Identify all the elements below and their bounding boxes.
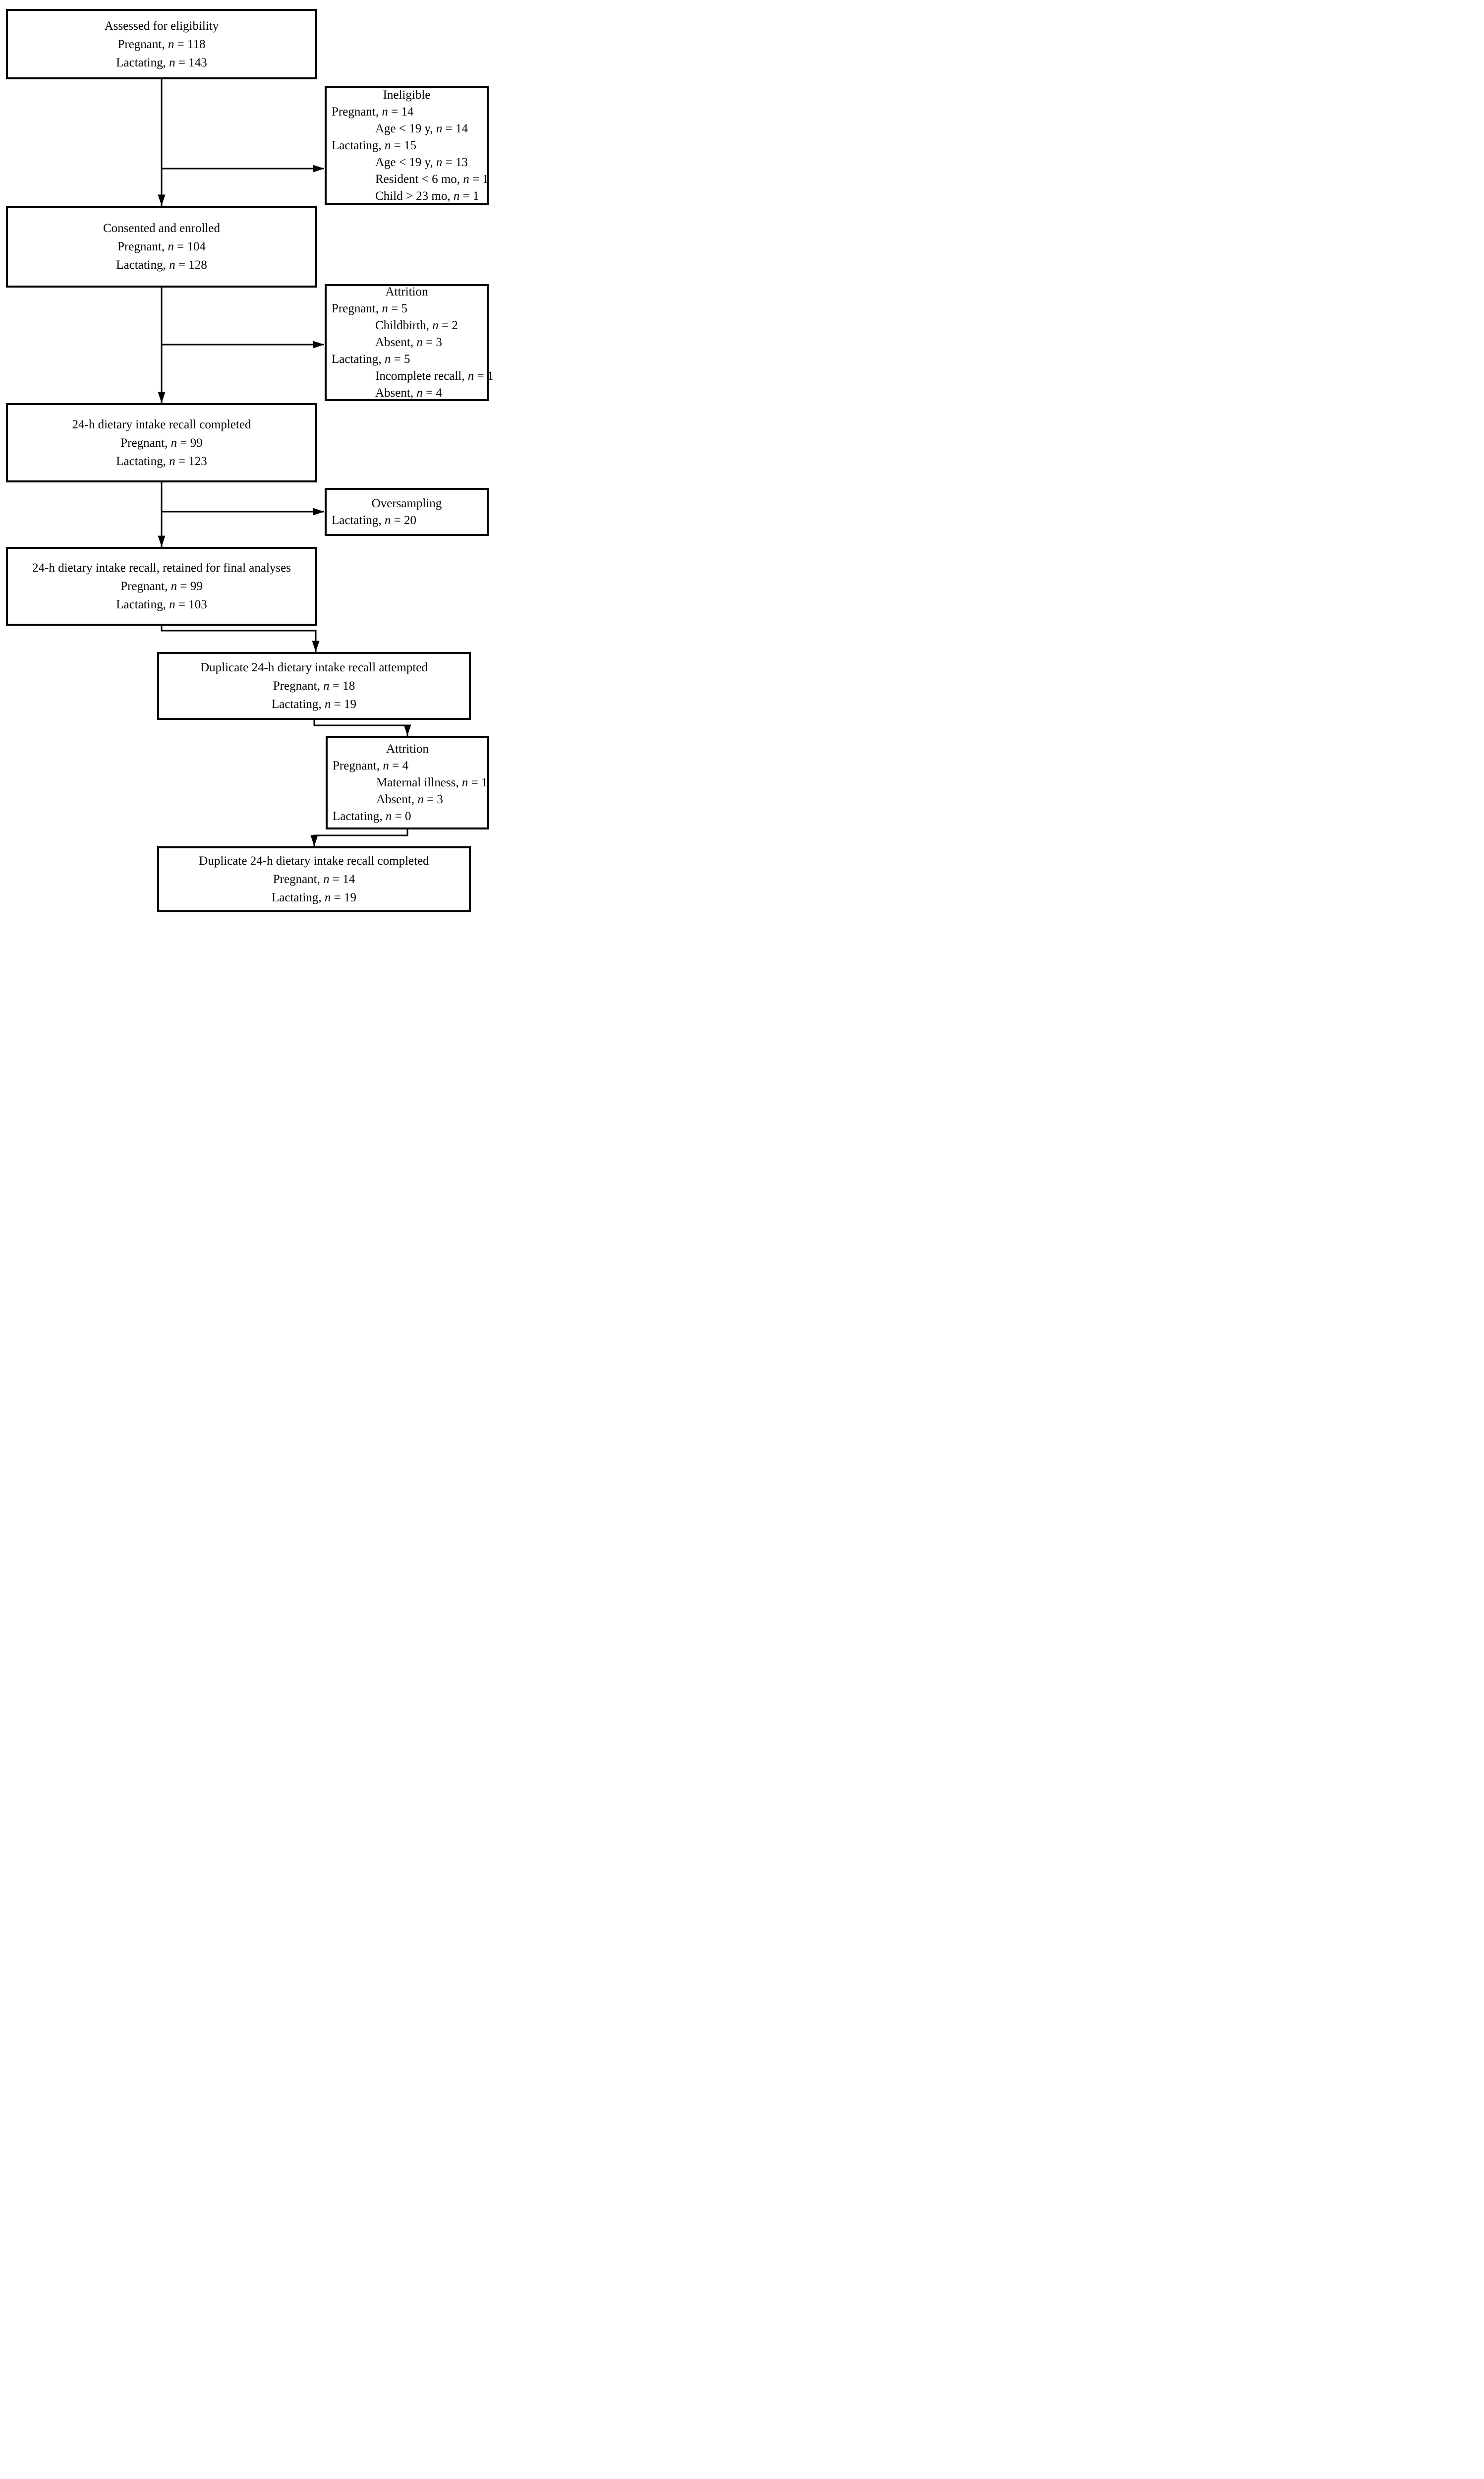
count-pregnant: Pregnant, n = 5 xyxy=(332,302,407,315)
reason-row: Absent, n = 3 xyxy=(376,792,443,806)
box-title: Attrition xyxy=(385,285,428,298)
box-title: Consented and enrolled xyxy=(103,222,221,235)
elbow-arrow-retained-to-duplicate-attempted xyxy=(161,626,320,652)
box-title: Duplicate 24-h dietary intake recall att… xyxy=(200,661,428,674)
box-title: Duplicate 24-h dietary intake recall com… xyxy=(199,854,429,868)
box-duplicate-recall-completed: Duplicate 24-h dietary intake recall com… xyxy=(157,846,471,912)
box-title: Assessed for eligibility xyxy=(104,19,219,33)
count-pregnant: Pregnant, n = 99 xyxy=(120,436,203,450)
count-pregnant: Pregnant, n = 99 xyxy=(120,580,203,593)
box-title: Oversampling xyxy=(371,496,442,510)
reason-row: Age < 19 y, n = 13 xyxy=(375,156,468,169)
count-pregnant: Pregnant, n = 14 xyxy=(273,873,355,886)
count-lactating: Lactating, n = 103 xyxy=(116,598,207,611)
box-title: Ineligible xyxy=(383,88,431,102)
count-lactating: Lactating, n = 123 xyxy=(116,454,207,468)
flow-diagram: Assessed for eligibility Pregnant, n = 1… xyxy=(0,0,495,916)
reason-row: Incomplete recall, n = 1 xyxy=(375,369,494,383)
box-ineligible: Ineligible Pregnant, n = 14 Age < 19 y, … xyxy=(325,86,489,205)
box-consented-and-enrolled: Consented and enrolled Pregnant, n = 104… xyxy=(6,206,317,288)
count-lactating: Lactating, n = 128 xyxy=(116,258,207,272)
reason-row: Childbirth, n = 2 xyxy=(375,319,458,332)
count-pregnant: Pregnant, n = 104 xyxy=(117,240,206,253)
count-lactating: Lactating, n = 15 xyxy=(332,139,417,152)
count-pregnant: Pregnant, n = 18 xyxy=(273,679,355,693)
count-pregnant: Pregnant, n = 4 xyxy=(333,759,408,772)
reason-row: Age < 19 y, n = 14 xyxy=(375,122,468,135)
box-recall-completed: 24-h dietary intake recall completed Pre… xyxy=(6,403,317,482)
reason-row: Absent, n = 3 xyxy=(375,336,442,349)
reason-row: Resident < 6 mo, n = 1 xyxy=(375,173,489,186)
reason-row: Absent, n = 4 xyxy=(375,386,442,400)
count-lactating: Lactating, n = 5 xyxy=(332,353,410,366)
count-lactating: Lactating, n = 143 xyxy=(116,56,207,69)
box-retained-final-analyses: 24-h dietary intake recall, retained for… xyxy=(6,547,317,626)
count-lactating: Lactating, n = 20 xyxy=(332,513,417,527)
reason-row: Maternal illness, n = 1 xyxy=(376,775,488,789)
count-pregnant: Pregnant, n = 118 xyxy=(117,37,206,51)
count-pregnant: Pregnant, n = 14 xyxy=(332,105,414,118)
count-lactating: Lactating, n = 19 xyxy=(271,891,356,904)
box-title: 24-h dietary intake recall completed xyxy=(72,417,251,431)
box-attrition-1: Attrition Pregnant, n = 5 Childbirth, n … xyxy=(325,284,494,401)
box-attrition-2: Attrition Pregnant, n = 4 Maternal illne… xyxy=(326,736,489,829)
box-oversampling: Oversampling Lactating, n = 20 xyxy=(325,488,489,536)
count-lactating: Lactating, n = 0 xyxy=(333,809,411,823)
box-duplicate-recall-attempted: Duplicate 24-h dietary intake recall att… xyxy=(157,652,471,720)
box-title: Attrition xyxy=(386,742,429,756)
box-title: 24-h dietary intake recall, retained for… xyxy=(32,561,291,575)
elbow-arrow-duplicate-attempted-to-attrition-2 xyxy=(313,720,411,736)
reason-row: Child > 23 mo, n = 1 xyxy=(375,189,479,203)
box-assessed-for-eligibility: Assessed for eligibility Pregnant, n = 1… xyxy=(6,9,317,79)
count-lactating: Lactating, n = 19 xyxy=(271,698,356,711)
elbow-arrow-attrition-2-to-duplicate-completed xyxy=(310,829,408,846)
